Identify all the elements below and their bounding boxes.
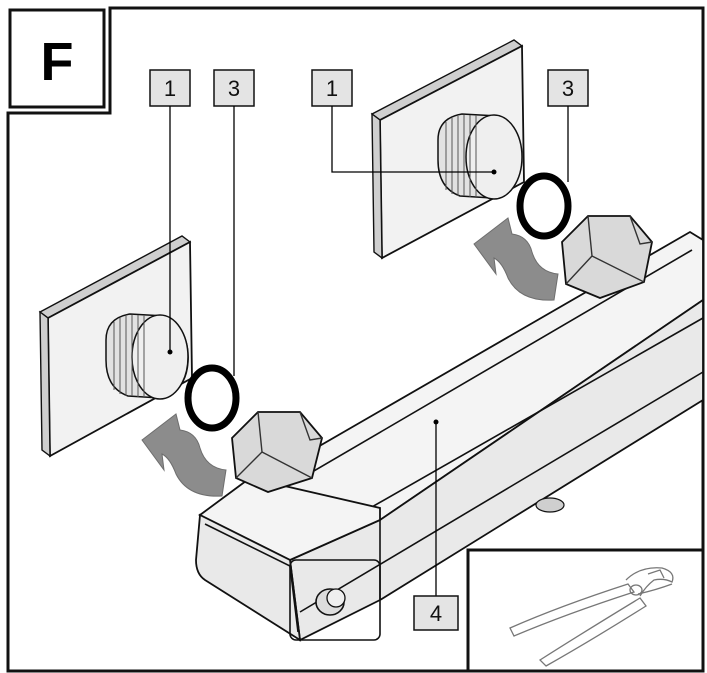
label-box-left-pipe xyxy=(149,69,191,107)
left-union-nut xyxy=(231,411,323,493)
right-washer xyxy=(516,172,572,240)
label-right-pipe: 1 xyxy=(326,76,338,101)
step-letter: F xyxy=(41,32,74,92)
diagram-frame xyxy=(6,6,705,673)
step-letter-box: F xyxy=(8,8,106,109)
tool-inset xyxy=(466,548,705,673)
left-curved-arrow xyxy=(141,413,227,497)
left-threaded-pipe xyxy=(105,313,189,400)
label-right-washer: 3 xyxy=(562,76,574,101)
right-curved-arrow xyxy=(473,217,559,301)
left-washer xyxy=(184,364,240,432)
mixer-bar xyxy=(195,230,704,642)
pliers-icon xyxy=(509,567,674,667)
right-threaded-pipe xyxy=(437,113,523,200)
label-left-pipe: 1 xyxy=(164,76,176,101)
leader-right-pipe xyxy=(331,106,494,173)
right-union-nut xyxy=(561,215,653,299)
label-left-washer: 3 xyxy=(228,76,240,101)
label-box-mixer-bar xyxy=(413,595,459,631)
label-mixer-bar: 4 xyxy=(430,601,442,626)
label-box-left-washer xyxy=(213,69,255,107)
label-box-right-washer xyxy=(547,69,589,107)
